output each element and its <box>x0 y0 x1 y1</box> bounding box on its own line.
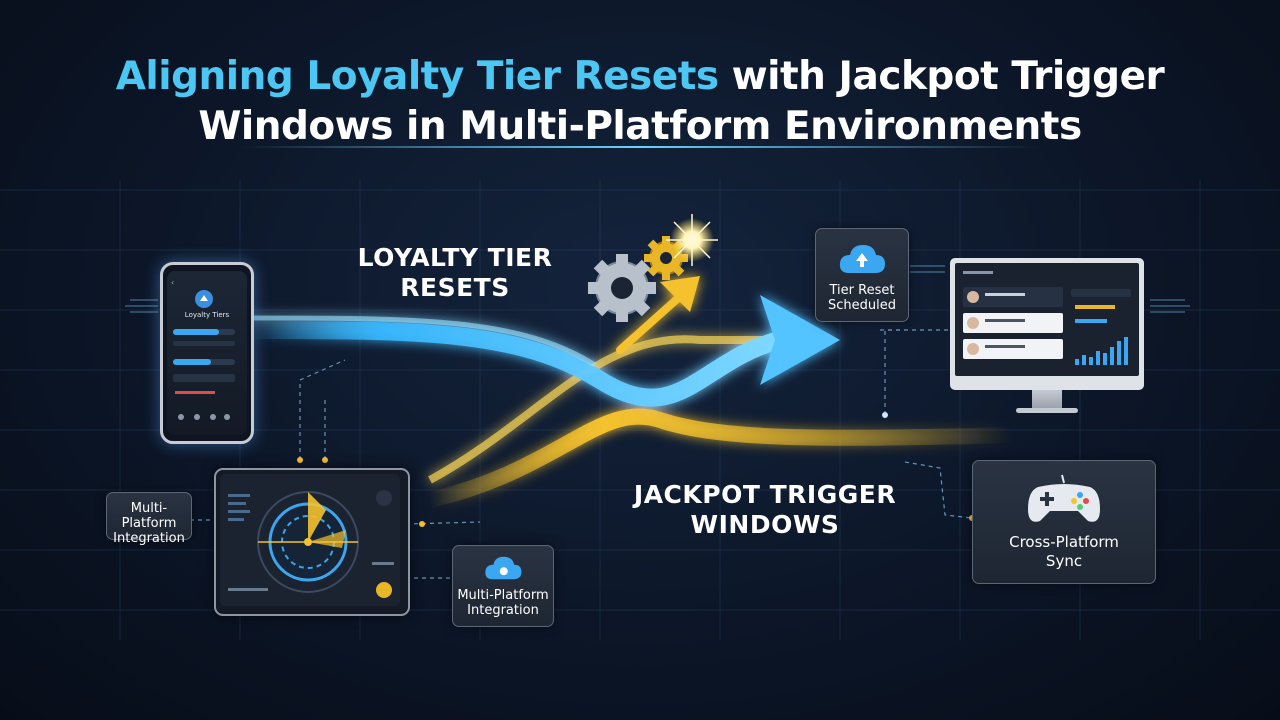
tier-reset-line-1: Tier Reset <box>829 283 895 298</box>
loyalty-flow <box>241 321 789 407</box>
title-line-2: Windows in Multi-Platform Environments <box>198 104 1082 149</box>
loyalty-label: LOYALTY TIER RESETS <box>350 243 560 303</box>
cross-platform-card: Cross-Platform Sync <box>972 460 1156 584</box>
svg-text:‹: ‹ <box>171 278 174 287</box>
title-highlight: Aligning Loyalty Tier Resets <box>115 54 719 99</box>
multi-left-line-1: Multi-Platform <box>121 501 177 531</box>
jackpot-label-line-2: WINDOWS <box>690 510 840 539</box>
monitor-stand <box>1032 390 1062 408</box>
phone-ui: ‹ <box>171 278 235 420</box>
multi-bottom-line-2: Integration <box>467 603 539 618</box>
jackpot-flow <box>422 408 1018 508</box>
tablet-device <box>214 468 410 616</box>
monitor-screen <box>955 263 1139 376</box>
title-rest: with Jackpot Trigger <box>718 54 1165 99</box>
multi-left-line-2: Integration <box>113 531 185 546</box>
loyalty-label-line-1: LOYALTY TIER <box>357 243 553 272</box>
gamepad-icon <box>1028 474 1100 522</box>
monitor-base <box>1016 408 1078 413</box>
jackpot-label: JACKPOT TRIGGER WINDOWS <box>620 480 910 540</box>
tier-reset-card: Tier Reset Scheduled <box>815 228 909 322</box>
tablet-ui <box>220 474 400 606</box>
multi-platform-card-left: Multi-Platform Integration <box>106 492 192 546</box>
monitor-dashboard <box>963 271 1131 365</box>
title-line-1: Aligning Loyalty Tier Resets with Jackpo… <box>0 52 1280 102</box>
phone-header: Loyalty Tiers <box>184 311 230 319</box>
cross-line-1: Cross-Platform <box>1009 533 1119 551</box>
cloud-icon <box>485 556 522 580</box>
jackpot-label-line-1: JACKPOT TRIGGER <box>633 480 897 509</box>
title-underline <box>240 146 1040 148</box>
loyalty-arrowhead <box>760 295 840 385</box>
multi-platform-card-bottom: Multi-Platform Integration <box>452 545 554 627</box>
cross-line-2: Sync <box>1045 552 1083 570</box>
loyalty-label-line-2: RESETS <box>400 273 510 302</box>
phone-device: ‹ Loyalty Tiers <box>160 262 254 444</box>
tier-reset-line-2: Scheduled <box>828 298 896 313</box>
cloud-icon <box>839 245 885 273</box>
gear-icon <box>588 254 656 322</box>
page-title: Aligning Loyalty Tier Resets with Jackpo… <box>0 52 1280 152</box>
multi-bottom-line-1: Multi-Platform <box>457 588 549 603</box>
desktop-monitor <box>950 258 1144 413</box>
phone-screen: ‹ Loyalty Tiers <box>167 271 247 435</box>
